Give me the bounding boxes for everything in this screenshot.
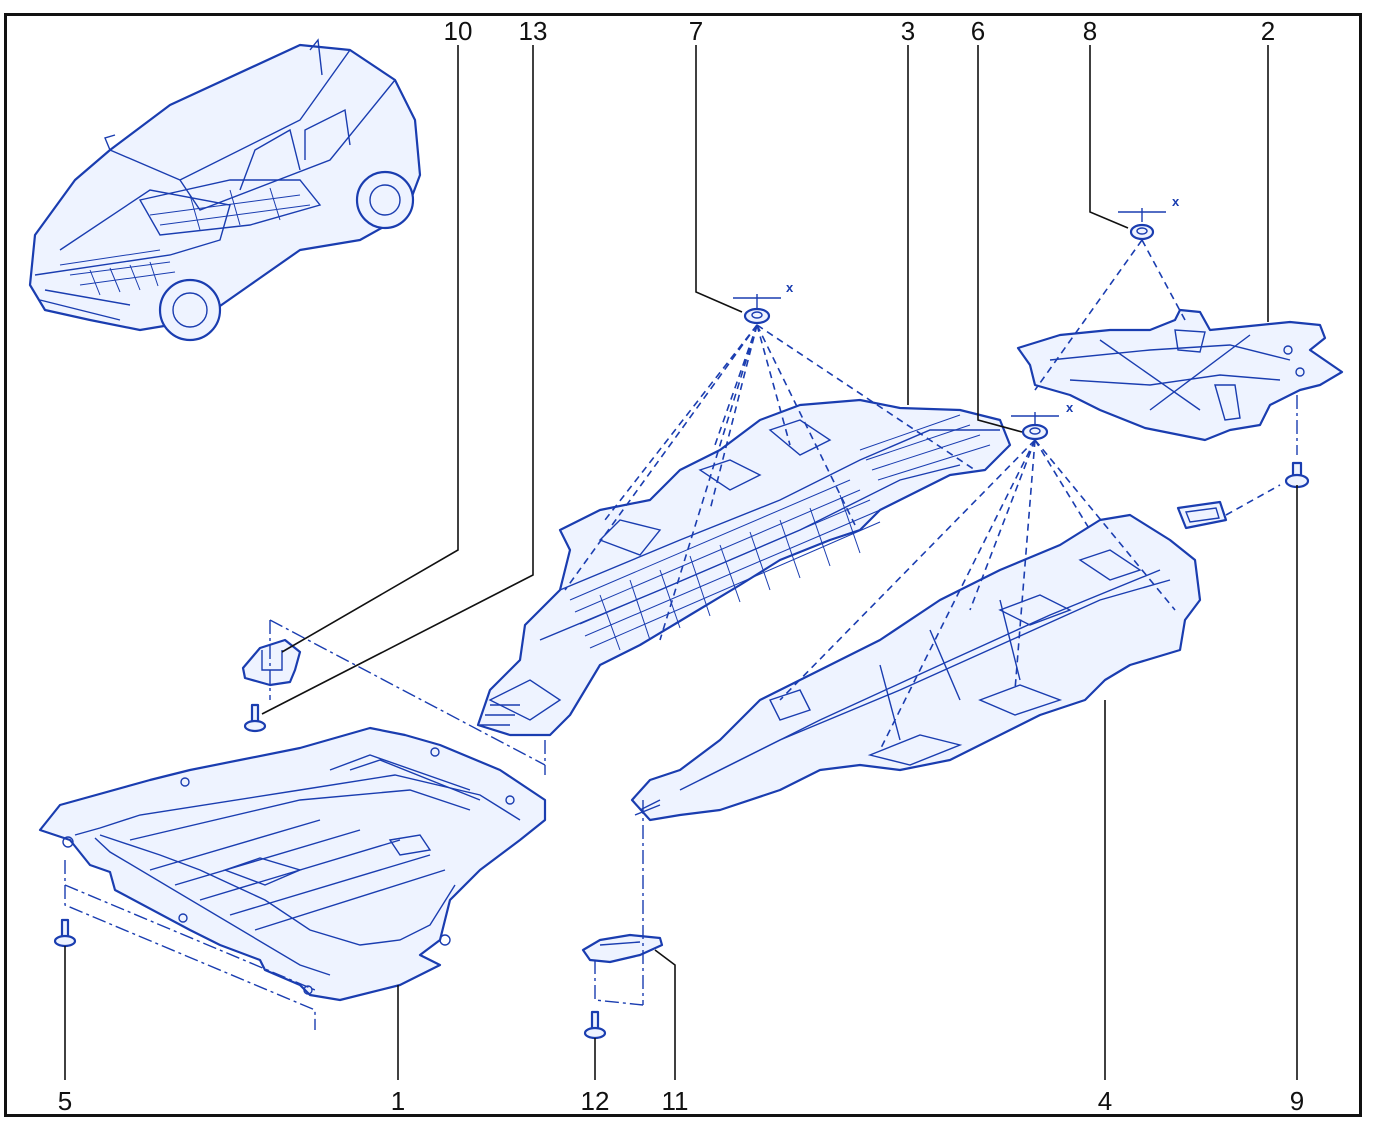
nut-8: x [1118,194,1180,241]
callout-8: 8 [1083,16,1097,46]
clip-to-bolt-9-line [1225,484,1281,516]
part-1-alignment-line [64,860,316,1030]
part-2-rear-shield [1016,308,1344,442]
nut-6: x [1011,400,1074,441]
clip-detail [1176,500,1228,530]
part-4-side-panel [630,513,1202,822]
callout-7: 7 [689,16,703,46]
part-13-bolt [243,703,267,733]
part-10-bracket [241,638,302,687]
callout-labels: 10 13 7 3 6 8 2 5 1 12 11 4 9 [58,16,1304,1116]
callout-11: 11 [662,1086,689,1116]
callout-4: 4 [1098,1086,1112,1116]
part-3-centre-panel [476,398,1012,737]
vehicle-overview [28,38,422,342]
nut-6-torque-marker: x [1066,400,1074,415]
diagram-frame [4,13,1362,1117]
callout-10: 10 [444,16,473,46]
callout-3: 3 [901,16,915,46]
part-12-bolt [583,1010,607,1040]
callout-2: 2 [1261,16,1275,46]
callout-5: 5 [58,1086,72,1116]
part-1-front-shield [38,726,547,1002]
callout-6: 6 [971,16,985,46]
part-9-bolt [1284,461,1310,489]
nut-7: x [733,280,794,325]
nut-7-torque-marker: x [786,280,794,295]
part-5-bolt [53,918,77,948]
callout-1: 1 [391,1086,405,1116]
leader-lines [64,45,1298,1080]
part-1-alignment-line-2 [64,884,316,991]
callout-12: 12 [581,1086,610,1116]
callout-9: 9 [1290,1086,1304,1116]
assembly-lines [269,239,1298,1006]
part-11-bracket [581,933,664,964]
nut-8-torque-marker: x [1172,194,1180,209]
callout-13: 13 [519,16,548,46]
